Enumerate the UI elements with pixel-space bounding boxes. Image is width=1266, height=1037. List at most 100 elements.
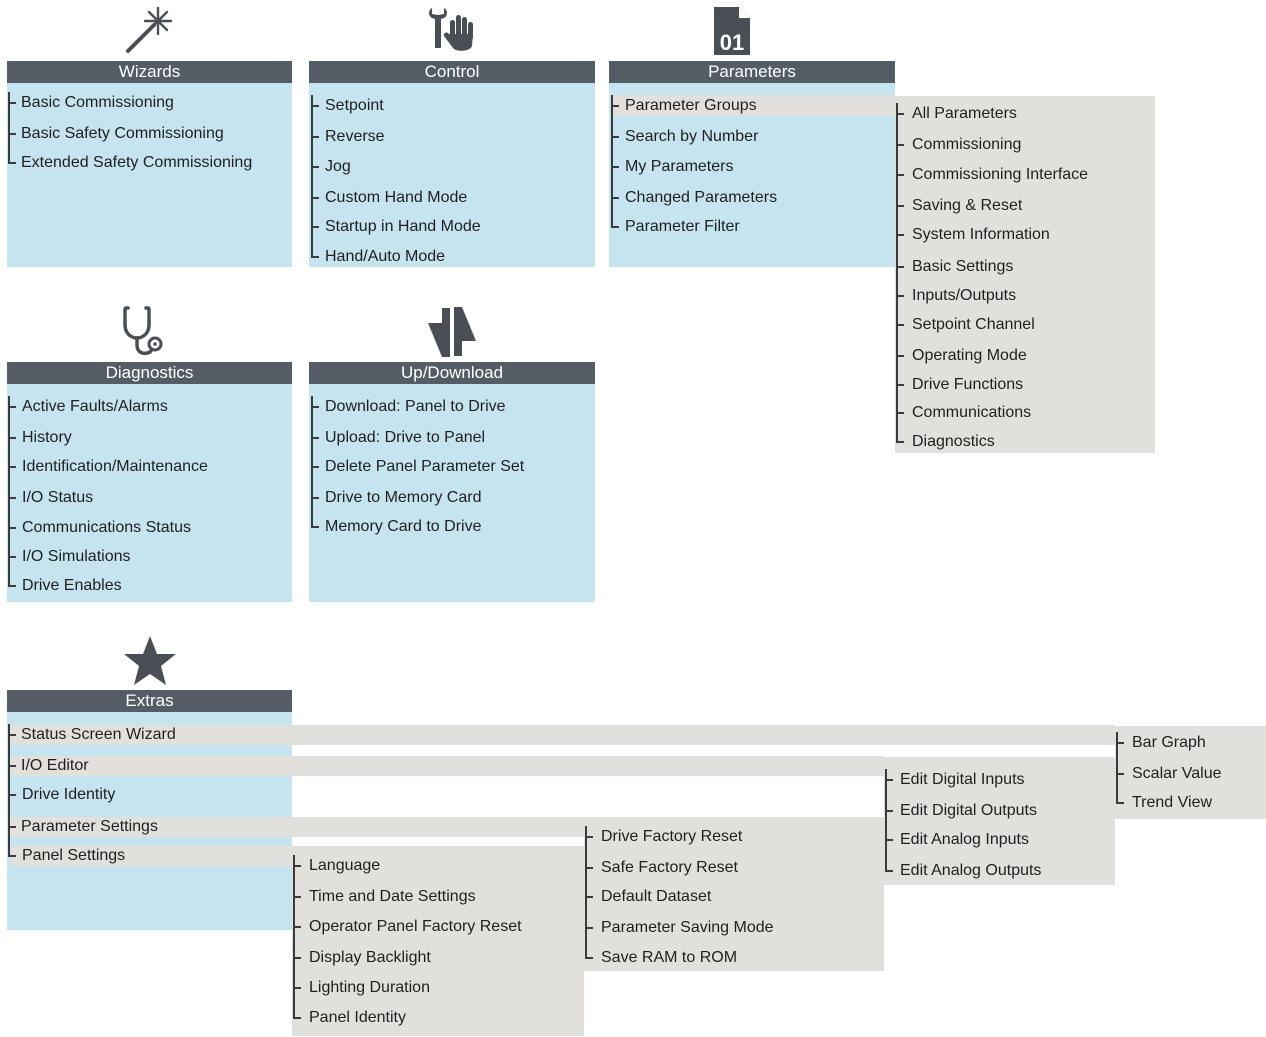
tree-branch bbox=[585, 896, 593, 898]
menu-item-startup-in-hand-mode[interactable]: Startup in Hand Mode bbox=[325, 218, 481, 235]
tree-branch bbox=[896, 144, 904, 146]
menu-item-changed-parameters[interactable]: Changed Parameters bbox=[625, 189, 778, 206]
submenu-item-commissioning[interactable]: Commissioning bbox=[912, 136, 1022, 153]
submenu-item-scalar-value[interactable]: Scalar Value bbox=[1132, 765, 1222, 782]
submenu-item-communications[interactable]: Communications bbox=[912, 404, 1032, 421]
tree-branch bbox=[293, 987, 301, 989]
tree-branch bbox=[8, 734, 16, 736]
tree-branch bbox=[311, 166, 319, 168]
menu-item-custom-hand-mode[interactable]: Custom Hand Mode bbox=[325, 189, 468, 206]
submenu-item-lighting-duration[interactable]: Lighting Duration bbox=[309, 979, 430, 996]
submenu-item-inputs-outputs[interactable]: Inputs/Outputs bbox=[912, 287, 1017, 304]
tree-branch bbox=[8, 826, 16, 828]
menu-item-download-panel-to-drive[interactable]: Download: Panel to Drive bbox=[325, 398, 506, 415]
menu-item-memory-card-to-drive[interactable]: Memory Card to Drive bbox=[325, 518, 482, 535]
submenu-item-display-backlight[interactable]: Display Backlight bbox=[309, 949, 431, 966]
tree-branch bbox=[611, 166, 619, 168]
menu-item-parameter-settings[interactable]: Parameter Settings bbox=[21, 818, 158, 835]
menu-item-io-simulations[interactable]: I/O Simulations bbox=[22, 548, 131, 565]
submenu-item-parameter-saving-mode[interactable]: Parameter Saving Mode bbox=[601, 919, 774, 936]
submenu-item-diagnostics[interactable]: Diagnostics bbox=[912, 433, 995, 450]
tree-branch bbox=[8, 466, 16, 468]
status-screen-wizard-highlight bbox=[10, 725, 1115, 745]
tree-branch bbox=[896, 355, 904, 357]
control-panel bbox=[309, 82, 595, 267]
submenu-item-operator-panel-factory-reset[interactable]: Operator Panel Factory Reset bbox=[309, 918, 522, 935]
menu-item-io-status[interactable]: I/O Status bbox=[22, 489, 94, 506]
submenu-item-language[interactable]: Language bbox=[309, 857, 381, 874]
submenu-item-operating-mode[interactable]: Operating Mode bbox=[912, 347, 1027, 364]
tree-branch bbox=[896, 324, 904, 326]
menu-item-history[interactable]: History bbox=[22, 429, 72, 446]
svg-text:01: 01 bbox=[720, 30, 744, 55]
menu-item-parameter-filter[interactable]: Parameter Filter bbox=[625, 218, 740, 235]
menu-item-jog[interactable]: Jog bbox=[325, 158, 351, 175]
star-icon bbox=[124, 636, 176, 685]
menu-item-active-faults-alarms[interactable]: Active Faults/Alarms bbox=[22, 398, 168, 415]
submenu-item-basic-settings[interactable]: Basic Settings bbox=[912, 258, 1014, 275]
submenu-item-saving-reset[interactable]: Saving & Reset bbox=[912, 197, 1023, 214]
submenu-item-time-and-date-settings[interactable]: Time and Date Settings bbox=[309, 888, 476, 905]
extras-header[interactable]: Extras bbox=[7, 690, 292, 712]
diagnostics-header[interactable]: Diagnostics bbox=[7, 362, 292, 384]
menu-item-drive-identity[interactable]: Drive Identity bbox=[22, 786, 116, 803]
tree-branch bbox=[293, 957, 301, 959]
menu-item-panel-settings[interactable]: Panel Settings bbox=[22, 847, 126, 864]
submenu-item-panel-identity[interactable]: Panel Identity bbox=[309, 1009, 406, 1026]
submenu-item-all-parameters[interactable]: All Parameters bbox=[912, 105, 1017, 122]
wizards-panel bbox=[7, 82, 292, 267]
menu-item-search-by-number[interactable]: Search by Number bbox=[625, 128, 759, 145]
submenu-item-setpoint-channel[interactable]: Setpoint Channel bbox=[912, 316, 1035, 333]
menu-item-drive-to-memory-card[interactable]: Drive to Memory Card bbox=[325, 489, 482, 506]
wizards-header[interactable]: Wizards bbox=[7, 61, 292, 83]
submenu-item-edit-digital-outputs[interactable]: Edit Digital Outputs bbox=[900, 802, 1037, 819]
tree-branch bbox=[885, 839, 893, 841]
menu-item-my-parameters[interactable]: My Parameters bbox=[625, 158, 734, 175]
control-header[interactable]: Control bbox=[309, 61, 595, 83]
tree-branch bbox=[611, 197, 619, 199]
menu-item-upload-drive-to-panel[interactable]: Upload: Drive to Panel bbox=[325, 429, 486, 446]
panel-settings-highlight bbox=[10, 846, 292, 866]
menu-item-basic-safety-commissioning[interactable]: Basic Safety Commissioning bbox=[21, 125, 224, 142]
menu-item-drive-enables[interactable]: Drive Enables bbox=[22, 577, 122, 594]
io-editor-tree-line bbox=[885, 769, 895, 871]
submenu-item-save-ram-to-rom[interactable]: Save RAM to ROM bbox=[601, 949, 738, 966]
updownload-header[interactable]: Up/Download bbox=[309, 362, 595, 384]
submenu-item-edit-analog-outputs[interactable]: Edit Analog Outputs bbox=[900, 862, 1042, 879]
submenu-item-edit-analog-inputs[interactable]: Edit Analog Inputs bbox=[900, 831, 1029, 848]
submenu-item-commissioning-interface[interactable]: Commissioning Interface bbox=[912, 166, 1089, 183]
tree-branch bbox=[896, 205, 904, 207]
menu-item-parameter-groups[interactable]: Parameter Groups bbox=[625, 97, 757, 114]
menu-item-status-screen-wizard[interactable]: Status Screen Wizard bbox=[21, 726, 176, 743]
tree-branch bbox=[293, 865, 301, 867]
parameter-settings-highlight bbox=[10, 817, 584, 837]
parameter-settings-submenu bbox=[584, 817, 884, 971]
submenu-item-bar-graph[interactable]: Bar Graph bbox=[1132, 734, 1206, 751]
submenu-item-edit-digital-inputs[interactable]: Edit Digital Inputs bbox=[900, 771, 1025, 788]
panel-settings-tree-line bbox=[293, 855, 303, 1018]
menu-item-basic-commissioning[interactable]: Basic Commissioning bbox=[21, 94, 174, 111]
menu-item-reverse[interactable]: Reverse bbox=[325, 128, 385, 145]
submenu-item-drive-functions[interactable]: Drive Functions bbox=[912, 376, 1024, 393]
menu-item-io-editor[interactable]: I/O Editor bbox=[21, 757, 89, 774]
menu-item-extended-safety-commissioning[interactable]: Extended Safety Commissioning bbox=[21, 154, 253, 171]
tree-branch bbox=[8, 497, 16, 499]
menu-item-identification-maintenance[interactable]: Identification/Maintenance bbox=[22, 458, 208, 475]
tree-branch bbox=[293, 896, 301, 898]
menu-item-delete-panel-parameter-set[interactable]: Delete Panel Parameter Set bbox=[325, 458, 525, 475]
tree-branch bbox=[896, 412, 904, 414]
submenu-item-drive-factory-reset[interactable]: Drive Factory Reset bbox=[601, 828, 743, 845]
diagnostics-panel bbox=[7, 384, 292, 602]
submenu-item-trend-view[interactable]: Trend View bbox=[1132, 794, 1213, 811]
menu-item-hand-auto-mode[interactable]: Hand/Auto Mode bbox=[325, 248, 446, 265]
tree-branch bbox=[896, 234, 904, 236]
menu-item-communications-status[interactable]: Communications Status bbox=[22, 519, 191, 536]
parameters-header[interactable]: Parameters bbox=[609, 61, 895, 83]
menu-item-setpoint[interactable]: Setpoint bbox=[325, 97, 384, 114]
submenu-item-safe-factory-reset[interactable]: Safe Factory Reset bbox=[601, 859, 738, 876]
submenu-item-default-dataset[interactable]: Default Dataset bbox=[601, 888, 712, 905]
tree-branch bbox=[311, 466, 319, 468]
submenu-item-system-information[interactable]: System Information bbox=[912, 226, 1050, 243]
status-screen-wizard-submenu bbox=[1115, 726, 1266, 819]
tree-branch bbox=[311, 526, 319, 528]
